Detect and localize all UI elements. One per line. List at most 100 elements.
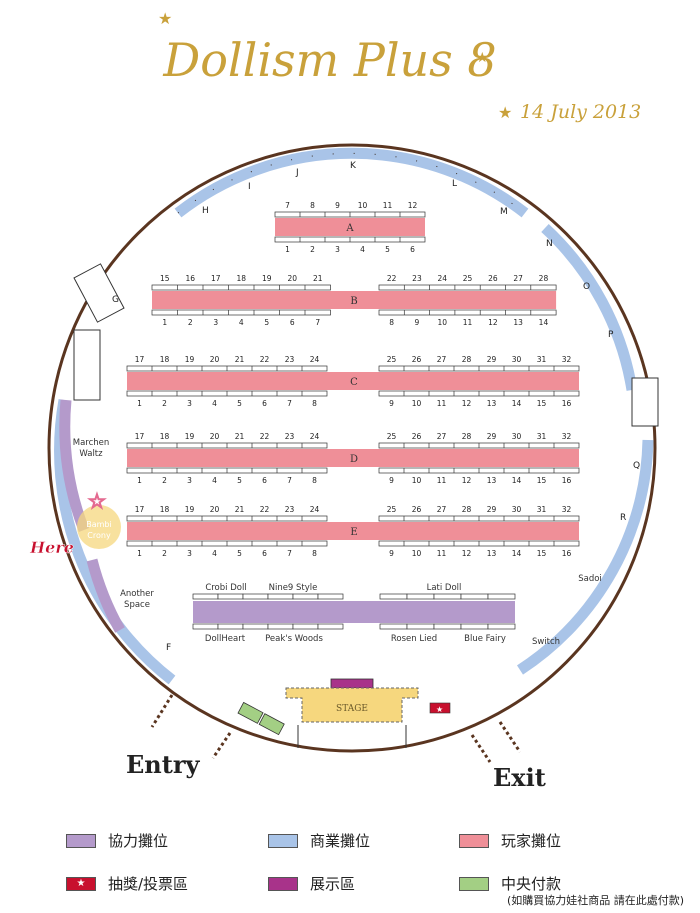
cooperative-booth-cells xyxy=(192,593,516,630)
booth-number: 8 xyxy=(310,201,315,210)
section-label-l: L xyxy=(452,179,457,189)
booth-number: 26 xyxy=(488,274,498,283)
section-label-g: G xyxy=(112,295,119,305)
booth-name-bluefairy: Blue Fairy xyxy=(464,634,506,644)
player-swatch xyxy=(459,833,489,848)
booth-number: 28 xyxy=(462,505,472,514)
booth-number: 25 xyxy=(387,505,397,514)
booth-number: 22 xyxy=(387,274,397,283)
title-star-icon: ★ xyxy=(476,50,489,66)
booth-number: 14 xyxy=(512,476,522,485)
left-wall-booth xyxy=(73,329,101,401)
booth-number: 9 xyxy=(389,549,394,558)
booth-number: 3 xyxy=(187,476,192,485)
booth-number: 20 xyxy=(210,355,220,364)
booth-number: 1 xyxy=(285,245,290,254)
booth-number: 22 xyxy=(260,505,270,514)
exit-label: Exit xyxy=(493,763,546,792)
booth-number: 27 xyxy=(437,505,447,514)
booth-number: 15 xyxy=(537,549,547,558)
booth-number: 14 xyxy=(539,318,549,327)
row-B-left-block xyxy=(152,291,331,309)
booth-number: 2 xyxy=(188,318,193,327)
booth-name-marchen: Marchen xyxy=(73,438,110,448)
central-payment-area xyxy=(237,701,285,736)
booth-number: 23 xyxy=(285,432,295,441)
hall-wall xyxy=(47,143,657,753)
legend-label-cooperative: 協力攤位 xyxy=(108,832,169,850)
booth-number: 16 xyxy=(562,549,572,558)
booth-number: 19 xyxy=(262,274,272,283)
booth-number: 19 xyxy=(185,505,195,514)
legend-item-lottery: ★ 抽獎/投票區 xyxy=(66,873,188,894)
title-star-icon: ★ xyxy=(158,9,172,28)
booth-number: 19 xyxy=(185,355,195,364)
cooperative-booth-table xyxy=(267,593,294,600)
outer-commercial-booths-right-lower xyxy=(516,439,654,675)
booth-number: 21 xyxy=(313,274,323,283)
payment-counter xyxy=(237,701,264,724)
booth-number: 6 xyxy=(262,399,267,408)
right-wall-booth xyxy=(631,377,659,427)
booth-number: 25 xyxy=(463,274,473,283)
cooperative-booth-table xyxy=(460,593,489,600)
booth-name-crony: Crony xyxy=(87,531,111,540)
section-label-k: K xyxy=(350,161,357,171)
booth-name-dollheart: DollHeart xyxy=(205,634,246,644)
booth-number: 32 xyxy=(562,432,572,441)
here-star-icon: ☆ xyxy=(88,489,106,513)
booth-number: 15 xyxy=(537,399,547,408)
commercial-swatch xyxy=(268,833,298,848)
legend-payment-note: (如購買協力娃社商品 請在此處付款) xyxy=(507,894,685,907)
cooperative-booth-table xyxy=(242,623,269,630)
payment-counter xyxy=(258,713,285,736)
booth-number: 8 xyxy=(312,476,317,485)
booth-number: 12 xyxy=(408,201,418,210)
booth-number: 3 xyxy=(187,399,192,408)
booth-number: 18 xyxy=(160,432,170,441)
booth-number: 8 xyxy=(312,399,317,408)
section-label-o: O xyxy=(583,282,590,292)
booth-number: 13 xyxy=(513,318,523,327)
row-D-right-block xyxy=(379,449,579,467)
booth-number: 21 xyxy=(235,432,245,441)
booth-number: 10 xyxy=(437,318,447,327)
booth-number: 25 xyxy=(387,432,397,441)
booth-number: 1 xyxy=(162,318,167,327)
booth-number: 11 xyxy=(383,201,393,210)
booth-number: 24 xyxy=(437,274,447,283)
booth-number: 12 xyxy=(462,549,472,558)
booth-name-nine9: Nine9 Style xyxy=(269,583,318,593)
entry-door-path xyxy=(150,694,174,728)
booth-number: 7 xyxy=(287,476,292,485)
legend-item-commercial: 商業攤位 xyxy=(268,830,370,851)
booth-number: 3 xyxy=(213,318,218,327)
booth-number: 16 xyxy=(562,399,572,408)
booth-number: 12 xyxy=(488,318,498,327)
booth-number: 1 xyxy=(137,549,142,558)
booth-number: 22 xyxy=(260,355,270,364)
cooperative-booth-table xyxy=(217,593,244,600)
booth-number: 11 xyxy=(463,318,473,327)
booth-number: 9 xyxy=(389,476,394,485)
booth-number: 3 xyxy=(187,549,192,558)
booth-number: 17 xyxy=(135,505,145,514)
cooperative-booth-table xyxy=(487,593,516,600)
event-date: 14 July 2013 xyxy=(520,101,641,123)
booth-number: 21 xyxy=(235,505,245,514)
cooperative-booth-table xyxy=(487,623,516,630)
booth-number: 6 xyxy=(410,245,415,254)
booth-number: 11 xyxy=(437,399,447,408)
stage-platform xyxy=(285,687,419,723)
booth-number: 4 xyxy=(360,245,365,254)
booth-rows: 718293104115126A151162173184195206217228… xyxy=(126,201,580,558)
stage-label: STAGE xyxy=(336,704,368,714)
cooperative-booth-table xyxy=(379,623,408,630)
row-label-b: B xyxy=(350,296,357,307)
booth-name-lati: Lati Doll xyxy=(427,583,462,593)
booth-number: 24 xyxy=(310,432,320,441)
booth-number: 20 xyxy=(210,432,220,441)
booth-number: 28 xyxy=(539,274,549,283)
section-label-n: N xyxy=(546,239,553,249)
row-C-right-block xyxy=(379,372,579,390)
